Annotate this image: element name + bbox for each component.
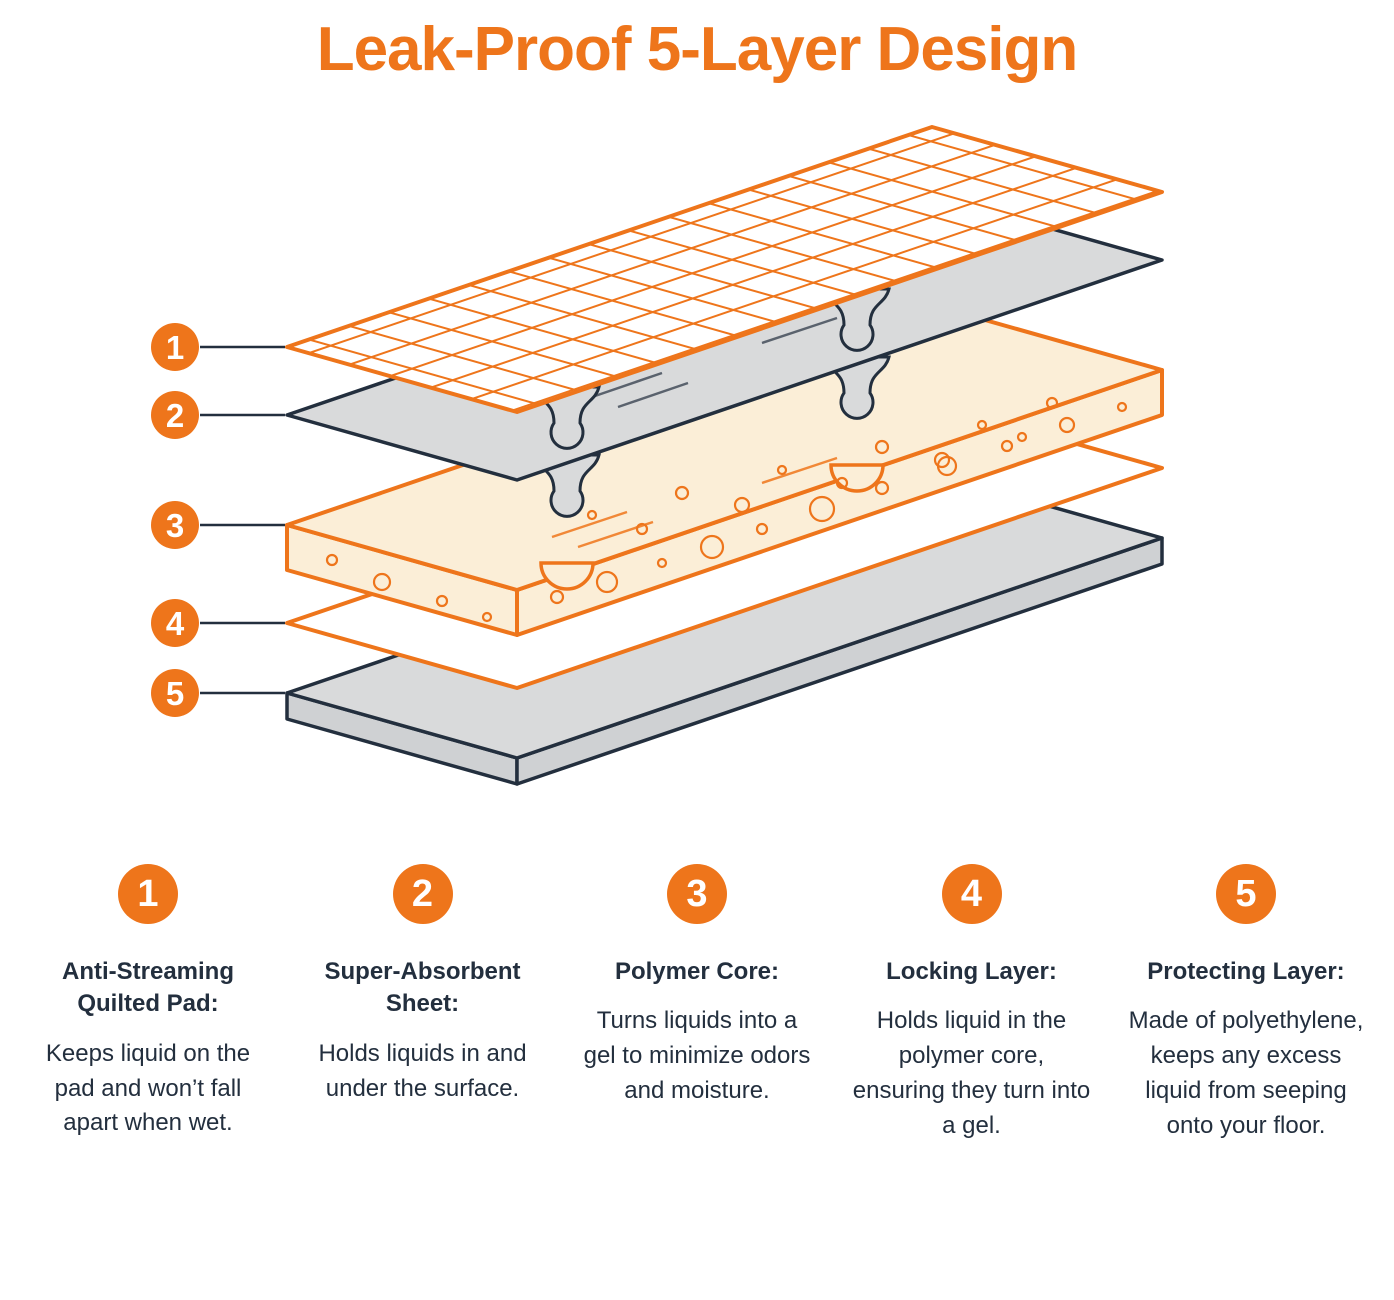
callout-5-number: 5 (166, 675, 184, 712)
layer-diagram: 1 2 3 4 5 (107, 85, 1287, 830)
callout-4: 4 (151, 599, 199, 647)
legend-body-1: Keeps liquid on the pad and won’t fall a… (45, 1039, 251, 1137)
legend-number-badge-4: 4 (941, 864, 1002, 924)
callout-3: 3 (151, 501, 199, 549)
legend: 1 Anti-Streaming Quilted Pad: Keeps liqu… (0, 864, 1394, 1144)
page-title: Leak-Proof 5-Layer Design (316, 15, 1079, 84)
legend-heading-2: Super-Absorbent Sheet: (324, 958, 521, 1018)
legend-heading-1: Anti-Streaming Quilted Pad: (61, 958, 234, 1018)
legend-item-4: 4 Locking Layer: Holds liquid in the pol… (848, 864, 1096, 1144)
callout-2: 2 (151, 391, 199, 439)
callout-1-number: 1 (166, 329, 184, 366)
legend-body-4: Holds liquid in the polymer core, ensuri… (852, 1007, 1091, 1139)
legend-item-5: 5 Protecting Layer: Made of polyethylene… (1122, 864, 1370, 1144)
callout-5: 5 (151, 669, 199, 717)
legend-body-2: Holds liquids in and under the surface. (318, 1039, 527, 1102)
legend-heading-3: Polymer Core: (614, 958, 780, 985)
legend-item-2: 2 Super-Absorbent Sheet: Holds liquids i… (299, 864, 547, 1106)
legend-heading-5: Protecting Layer: (1147, 958, 1345, 985)
legend-number-badge-1: 1 (118, 864, 178, 924)
legend-body-3: Turns liquids into a gel to minimize odo… (583, 1007, 811, 1104)
callout-3-number: 3 (166, 507, 184, 544)
legend-body-5: Made of polyethylene, keeps any excess l… (1128, 1007, 1364, 1139)
exploded-layers-svg: 1 2 3 4 5 (151, 125, 1164, 786)
callout-1: 1 (151, 323, 199, 371)
callout-2-number: 2 (166, 397, 184, 434)
legend-number-badge-5: 5 (1216, 864, 1276, 924)
layer-1-quilted-mesh-pad (285, 125, 1164, 450)
layer-3-polymer-core (285, 303, 1164, 637)
legend-number-badge-2: 2 (392, 864, 453, 924)
legend-item-3: 3 Polymer Core: Turns liquids into a gel… (573, 864, 821, 1109)
legend-number-badge-3: 3 (667, 864, 727, 924)
diagram-callouts: 1 2 3 4 5 (151, 323, 285, 717)
polymer-bubbles (325, 396, 1128, 623)
callout-4-number: 4 (166, 605, 185, 642)
legend-heading-4: Locking Layer: (886, 958, 1057, 985)
legend-item-1: 1 Anti-Streaming Quilted Pad: Keeps liqu… (24, 864, 272, 1141)
